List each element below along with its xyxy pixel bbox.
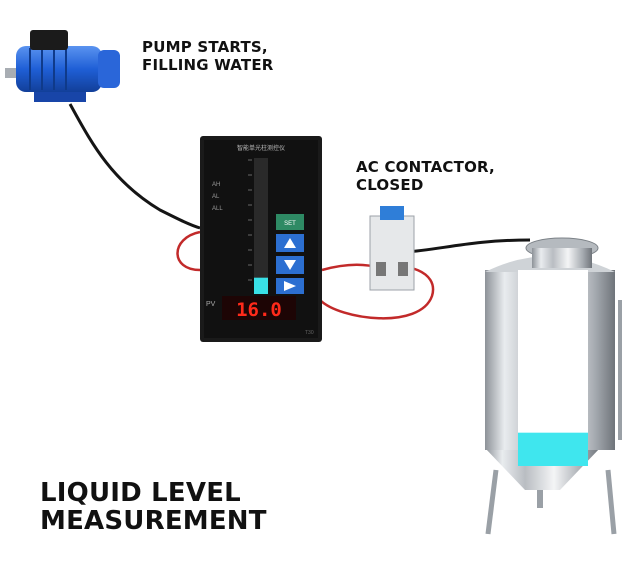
pump-motor [5,30,120,102]
level-controller [200,136,322,342]
set-button[interactable] [276,214,304,230]
pump-label-line2: FILLING WATER [142,56,274,74]
controller-header: 智能单光柱测控仪 [237,144,285,152]
title-line1: LIQUID LEVEL [40,478,241,508]
tank-cable [404,238,531,254]
led-readout: 16.0 [236,299,282,321]
side-label-al: AL [212,194,220,200]
side-label-all: ALL [212,206,223,212]
ac-contactor [369,206,415,291]
set-button-label: SET [284,221,296,227]
tank-water [518,432,588,466]
shift-arrow-icon [284,281,296,291]
contactor-label-line2: CLOSED [356,176,424,194]
level-bar-fill [254,277,268,294]
corner-tag: T30 [305,330,314,336]
pump-cable [68,103,201,230]
pv-label: PV [206,301,216,308]
pump-label-line1: PUMP STARTS, [142,38,268,56]
up-arrow-icon [284,238,296,248]
side-label-ah: AH [212,182,220,188]
contactor-label-line1: AC CONTACTOR, [356,158,495,176]
steel-tank [485,237,622,535]
down-arrow-icon [284,260,296,270]
title-line2: MEASUREMENT [40,506,267,536]
red-wire-left [176,230,201,272]
